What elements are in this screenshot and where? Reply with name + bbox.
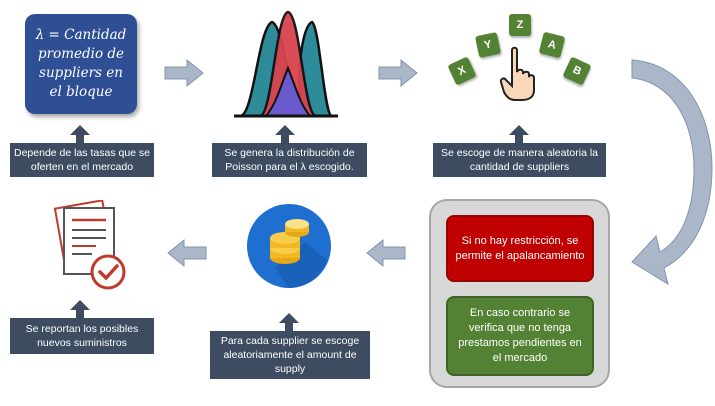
up-pointer-5 <box>279 313 299 331</box>
letter-a-tile: A <box>538 31 566 59</box>
flow-arrow-right-1 <box>164 58 204 88</box>
letter-b-tile: B <box>562 56 592 86</box>
lambda-definition-box: λ = Cantidad promedio de suppliers en el… <box>25 14 137 114</box>
flow-arrow-right-2 <box>378 58 418 88</box>
document-checkmark-icon <box>53 200 126 290</box>
up-pointer-3 <box>509 125 529 143</box>
caption-step-2: Se genera la distribución de Poisson par… <box>212 143 367 177</box>
caption-step-5: Para cada supplier se escoge aleatoriame… <box>210 331 370 379</box>
caption-step-3: Se escoge de manera aleatoria la cantida… <box>433 143 606 177</box>
caption-step-6: Se reportan los posibles nuevos suminist… <box>10 318 154 354</box>
curved-flow-arrow <box>631 59 713 286</box>
condition-red-box: Si no hay restricción, se permite el apa… <box>446 215 594 282</box>
lambda-line-1: λ = Cantidad <box>35 27 127 43</box>
lambda-line-4: el bloque <box>49 84 113 100</box>
poisson-curves-icon <box>234 10 338 118</box>
lambda-line-3: suppliers en <box>39 65 123 81</box>
up-pointer-1 <box>70 125 90 143</box>
condition-green-box: En caso contrario se verifica que no ten… <box>446 296 594 376</box>
up-pointer-6 <box>70 300 90 318</box>
caption-step-1: Depende de las tasas que se oferten en e… <box>10 143 154 177</box>
letter-x-tile: X <box>447 56 477 86</box>
pointing-hand-icon <box>499 46 535 101</box>
up-pointer-2 <box>275 125 295 143</box>
flow-arrow-left-2 <box>167 238 207 268</box>
letter-z-tile: Z <box>509 14 531 36</box>
coins-icon <box>247 204 331 288</box>
lambda-line-2: promedio de <box>37 46 124 62</box>
flow-arrow-left-1 <box>366 238 406 268</box>
